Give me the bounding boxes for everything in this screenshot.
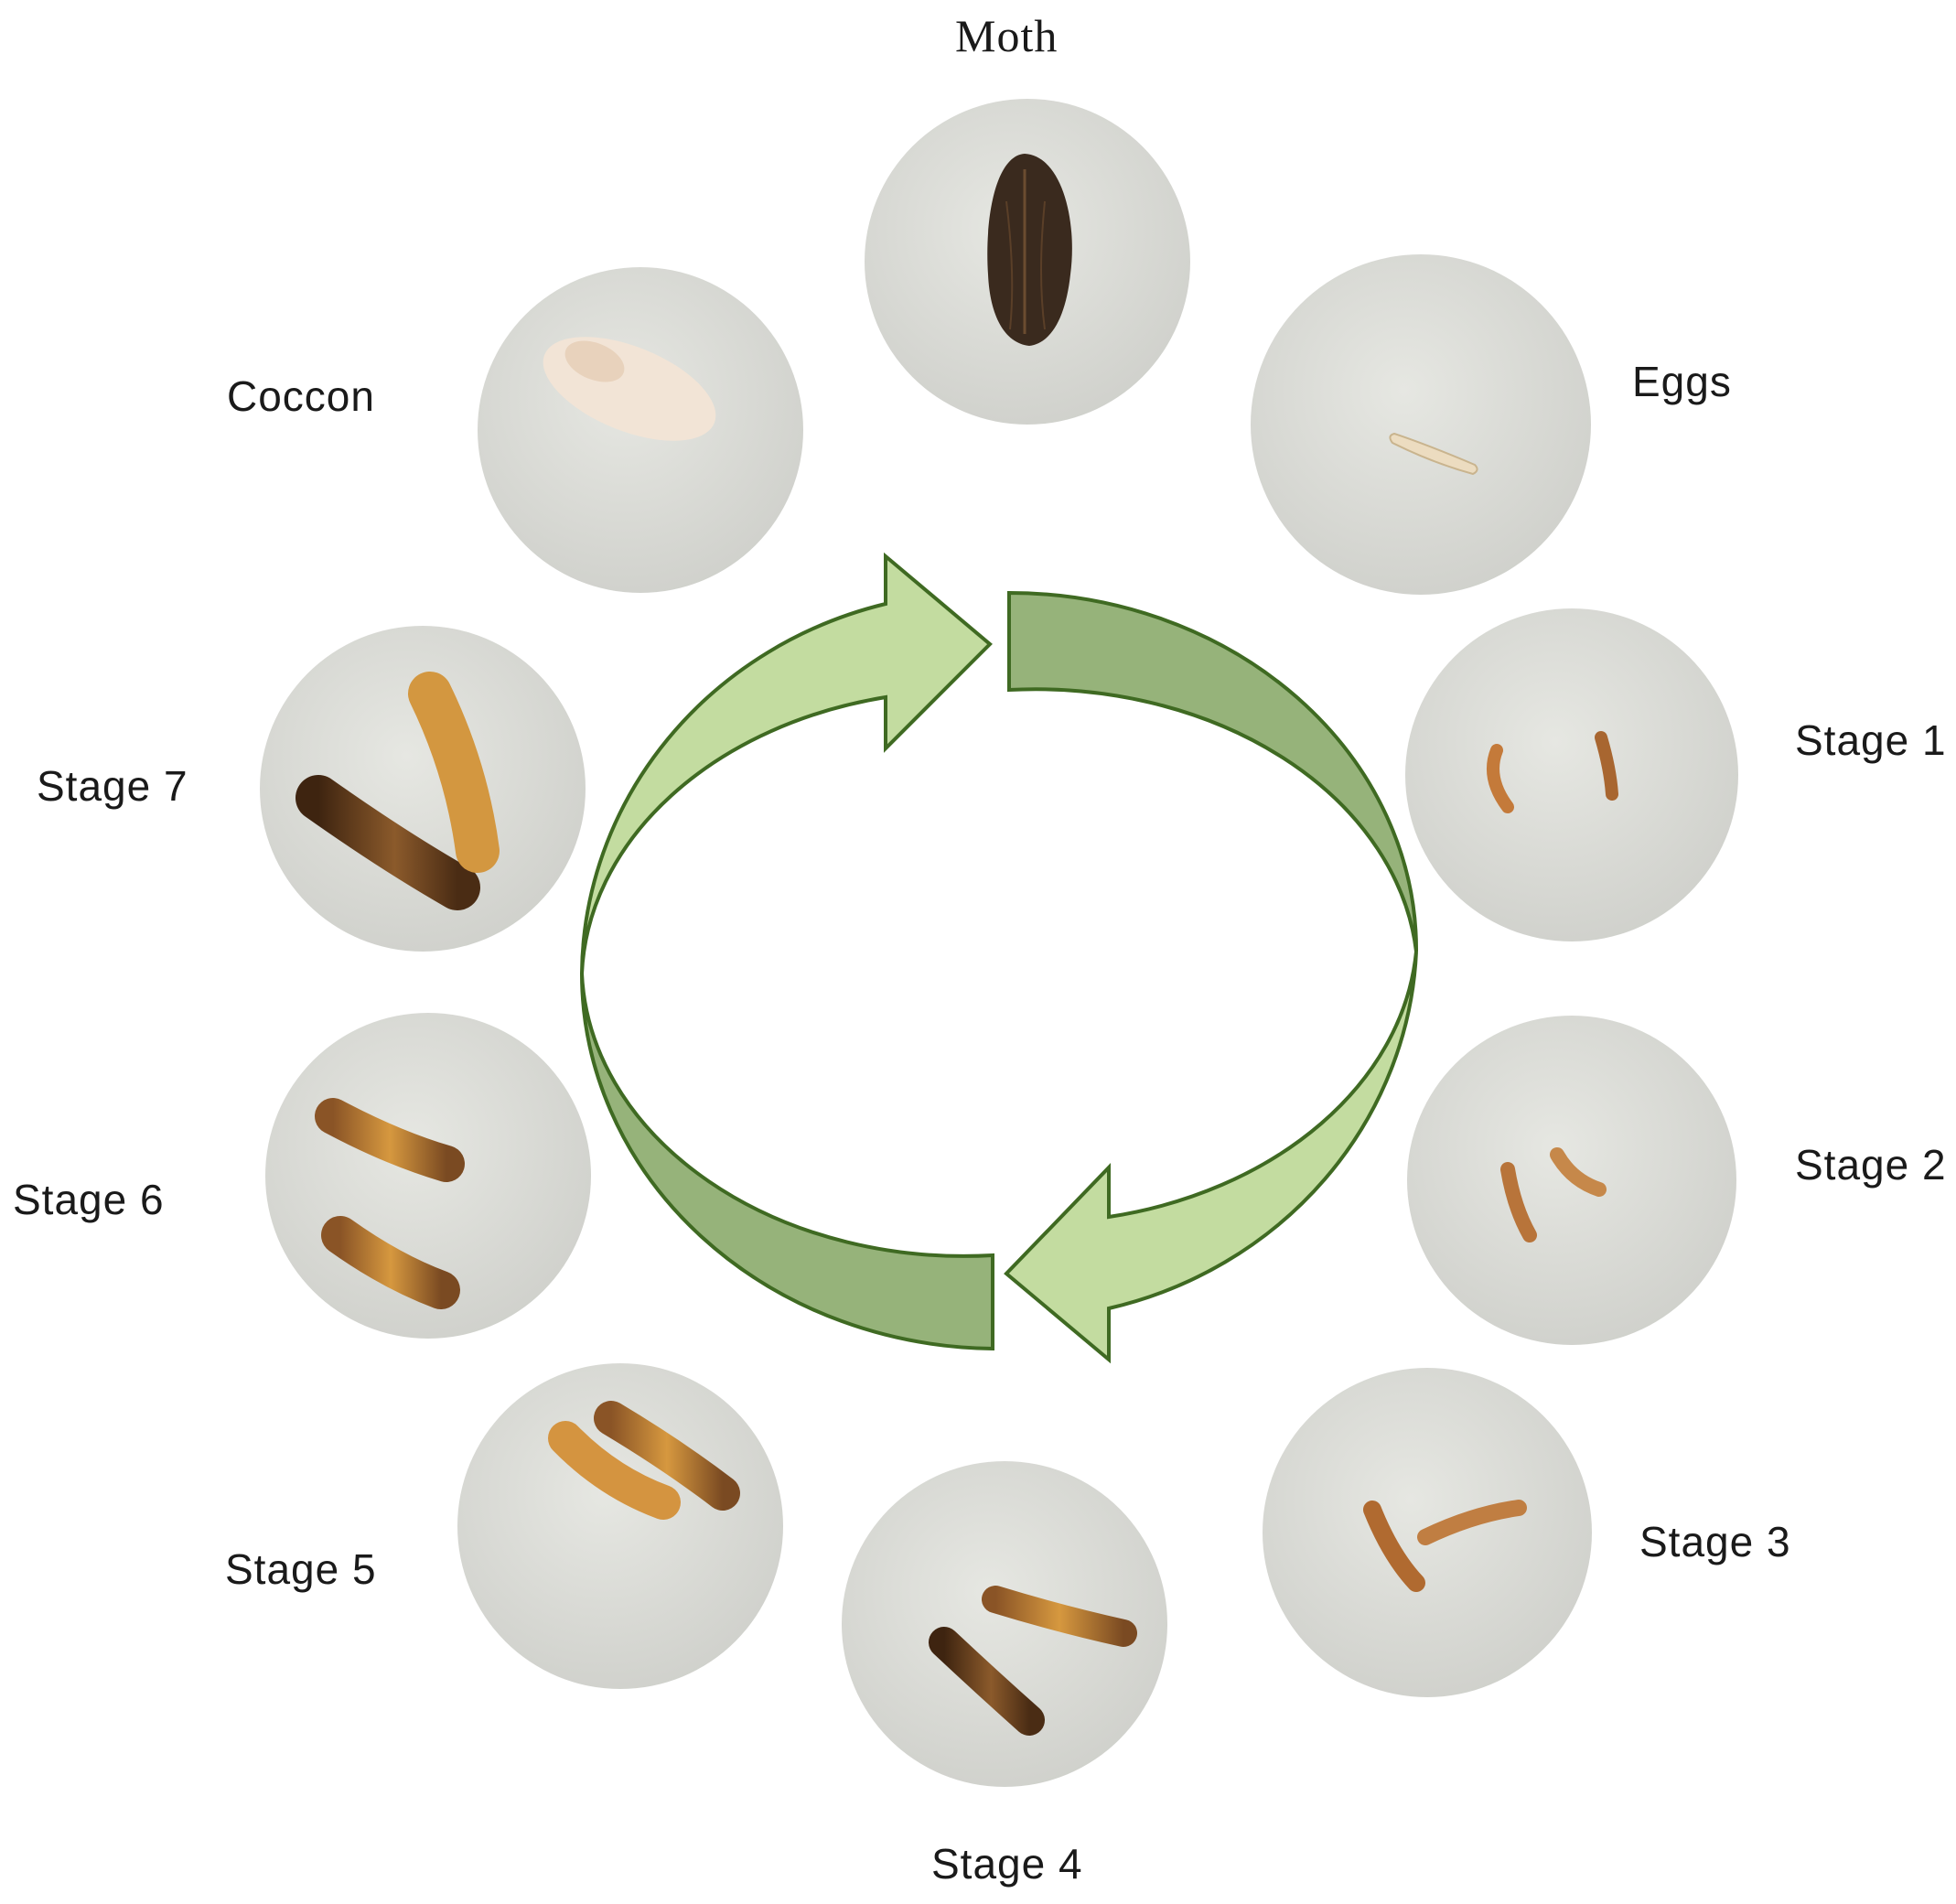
larva: [1487, 744, 1514, 813]
label-eggs: Eggs: [1632, 358, 1732, 405]
larva: [315, 1098, 465, 1182]
moth-specimen: [987, 154, 1072, 346]
label-stage4: Stage 4: [931, 1840, 1083, 1888]
larva: [1595, 731, 1618, 801]
label-moth: Moth: [955, 10, 1059, 61]
label-stage2: Stage 2: [1795, 1141, 1947, 1189]
larva: [1500, 1162, 1537, 1242]
larva: [594, 1401, 740, 1511]
larva: [548, 1421, 681, 1520]
photo-stage6: [265, 1013, 591, 1339]
larva: [408, 672, 500, 873]
photo-coccon: [478, 267, 803, 593]
photo-stage4: [842, 1461, 1167, 1787]
arrow-upper-left: [580, 552, 993, 974]
photo-moth: [865, 99, 1190, 425]
arrow-lower-right: [1004, 951, 1418, 1364]
larva: [929, 1627, 1045, 1736]
label-stage3: Stage 3: [1639, 1518, 1791, 1565]
label-coccon: Coccon: [227, 372, 375, 420]
label-stage6: Stage 6: [13, 1176, 165, 1223]
stage-photos: [260, 99, 1738, 1787]
label-stage5: Stage 5: [225, 1545, 377, 1593]
label-stage1: Stage 1: [1795, 716, 1947, 764]
photo-stage7: [260, 626, 586, 952]
label-stage7: Stage 7: [37, 762, 188, 810]
photo-stage3: [1263, 1368, 1592, 1697]
cycle-arrows: [580, 552, 1419, 1364]
larva: [1363, 1501, 1425, 1592]
photo-stage5: [457, 1363, 783, 1689]
larva: [1550, 1147, 1607, 1197]
egg-cluster: [1389, 432, 1478, 476]
larva: [982, 1586, 1137, 1647]
band-lower-left: [580, 973, 994, 1351]
band-upper-right: [1007, 590, 1419, 952]
photo-stage2: [1407, 1016, 1736, 1345]
photo-stage1: [1405, 608, 1738, 941]
larva: [321, 1216, 460, 1309]
photo-eggs: [1251, 254, 1591, 595]
larva: [1417, 1500, 1527, 1545]
larva: [296, 775, 480, 910]
